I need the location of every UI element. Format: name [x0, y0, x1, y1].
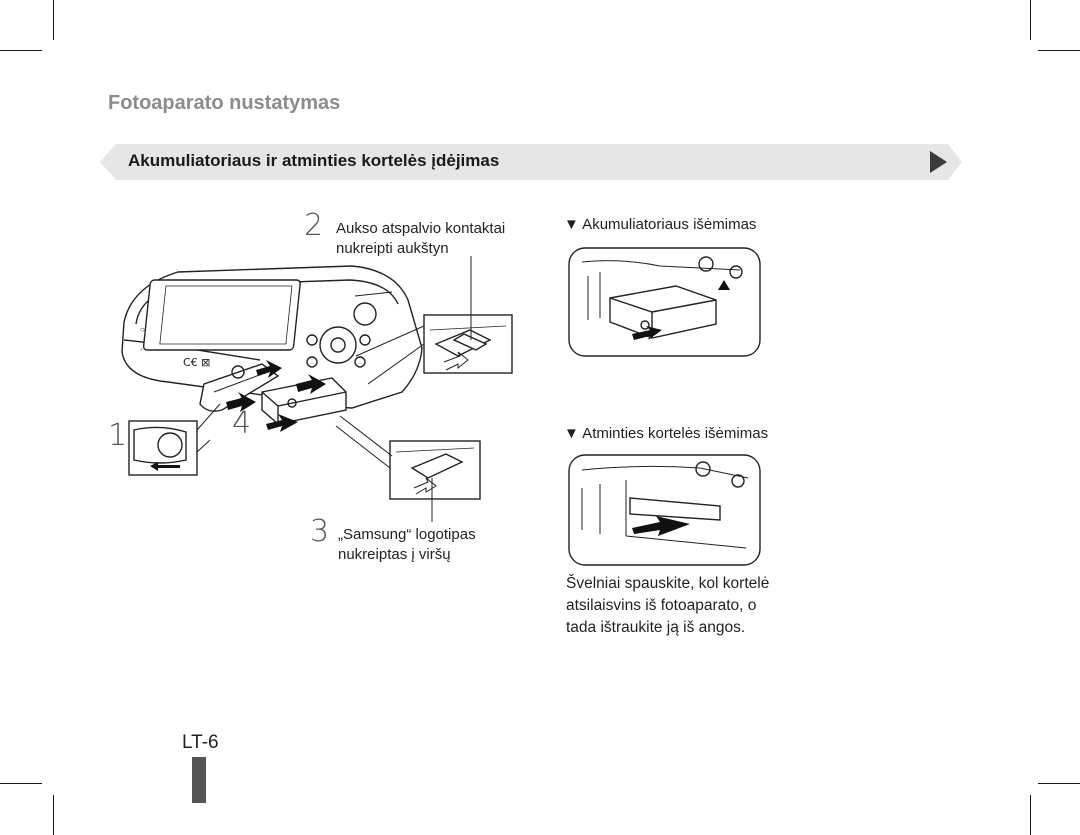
- section-title: Fotoaparato nustatymas: [108, 92, 341, 114]
- step-3-caption-line1: „Samsung“ logotipas: [338, 526, 476, 543]
- crop-mark: [1030, 0, 1031, 40]
- page-tab: [192, 757, 206, 803]
- step-3-caption-line2: nukreiptas į viršų: [338, 546, 451, 563]
- battery-removal-heading: ▼ Akumuliatoriaus išėmimas: [564, 216, 757, 233]
- step-2-caption-line2: nukreipti aukštyn: [336, 240, 449, 257]
- crop-mark: [53, 795, 54, 835]
- crop-mark: [53, 0, 54, 40]
- arrow-icon: [266, 414, 298, 432]
- step-number-3: 3: [310, 514, 330, 549]
- crop-mark: [1038, 50, 1080, 51]
- svg-text:○: ○: [140, 325, 145, 334]
- step-2-caption-line1: Aukso atspalvio kontaktai: [336, 220, 506, 237]
- svg-text:◦: ◦: [140, 345, 143, 354]
- instruction-line-2: atsilaisvins iš fotoaparato, o: [566, 597, 757, 614]
- step-number-2: 2: [304, 208, 324, 243]
- play-arrow-icon: [930, 151, 947, 173]
- crop-mark: [0, 50, 42, 51]
- banner-title: Akumuliatoriaus ir atminties kortelės įd…: [128, 151, 500, 170]
- step-number-4: 4: [232, 406, 252, 441]
- svg-text:C€ ⊠: C€ ⊠: [183, 356, 210, 369]
- crop-mark: [1038, 783, 1080, 784]
- crop-mark: [0, 783, 42, 784]
- instruction-line-1: Švelniai spauskite, kol kortelė: [566, 575, 770, 592]
- page-number: LT-6: [182, 732, 219, 753]
- card-removal-heading: ▼ Atminties kortelės išėmimas: [564, 425, 769, 442]
- crop-mark: [1030, 795, 1031, 835]
- step-number-1: 1: [108, 418, 128, 453]
- instruction-line-3: tada ištraukite ją iš angos.: [566, 619, 746, 636]
